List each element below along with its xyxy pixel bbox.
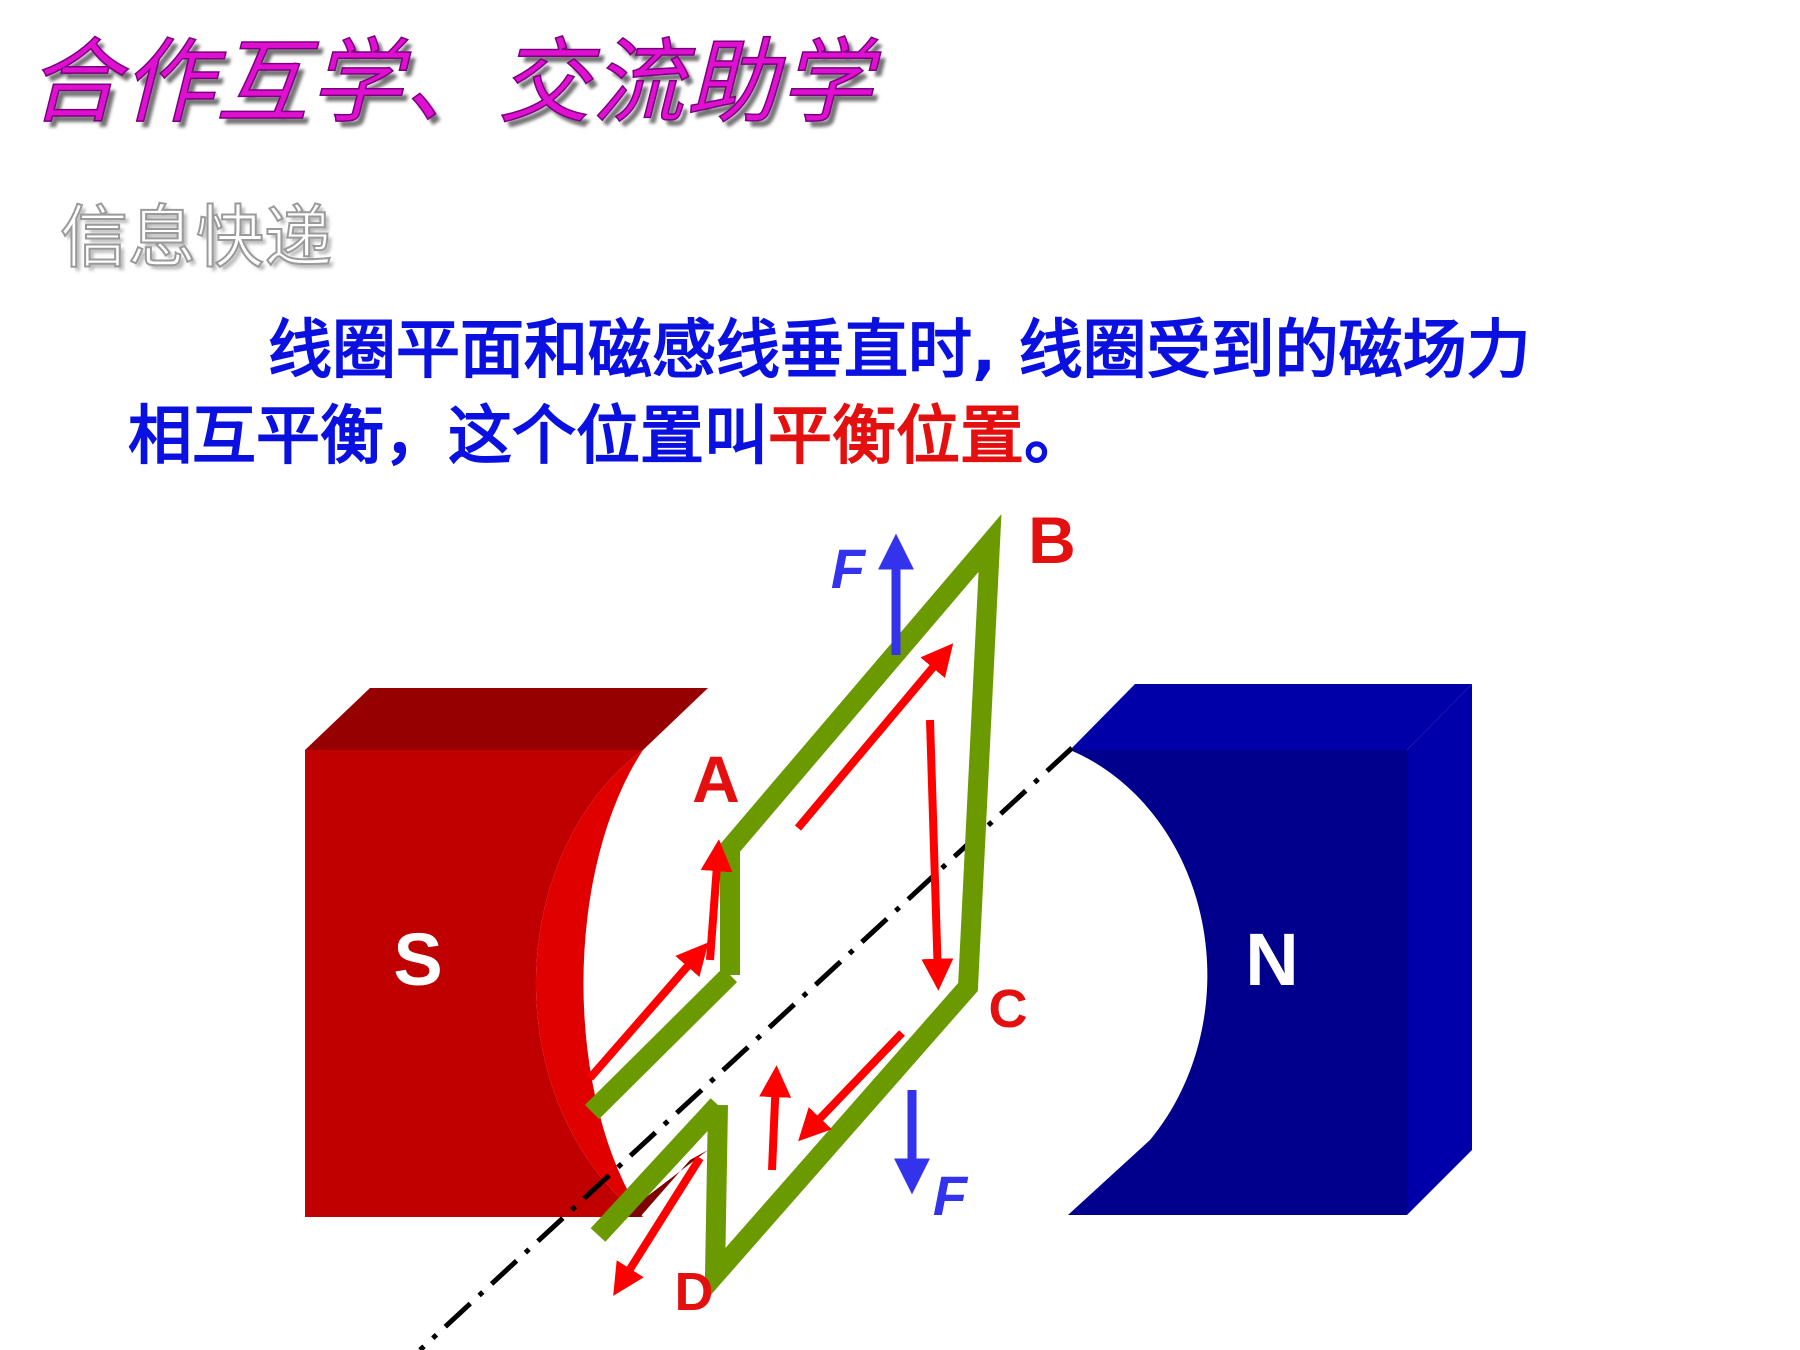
north-magnet-top [1070,684,1472,750]
force-arrows [878,533,930,1195]
balance-position-term: 平衡位置 [768,400,1024,474]
current-arrow-cd [798,1030,905,1142]
north-magnet: N [1068,684,1472,1215]
north-pole-label: N [1245,918,1298,1001]
coil-lead-upper [584,967,738,1120]
explanation-line-1: 线圈平面和磁感线垂直时, 线圈受到的磁场力 [268,314,1531,388]
current-arrow-bc [921,719,954,991]
explanation-line-2-prefix: 相互平衡，这个位置叫 [128,400,768,474]
current-arrows [586,643,954,1296]
current-arrow-ab [794,643,954,831]
coil [584,514,1002,1303]
force-label-bottom: F [933,1164,969,1227]
north-magnet-side [1407,684,1472,1215]
north-magnet-front [1068,750,1407,1215]
section-subtitle: 信息快递 [59,198,333,279]
explanation-line-2: 相互平衡，这个位置叫平衡位置。 [128,394,1688,480]
south-magnet-top [305,688,708,750]
point-label-b: B [1028,503,1076,577]
slide-title: 合作互学、交流助学 [27,28,875,137]
current-arrow-lower-up [759,1065,792,1171]
south-magnet: S [305,688,708,1217]
rotation-axis [418,746,1074,1350]
force-label-top: F [831,537,867,600]
current-arrow-lead-out [613,1155,704,1296]
coil-lead-lower [590,1098,726,1242]
explanation-text: 线圈平面和磁感线垂直时, 线圈受到的磁场力 相互平衡，这个位置叫平衡位置。 [128,308,1688,480]
south-magnet-inner-face [535,750,643,1217]
point-label-c: C [989,979,1028,1039]
current-arrow-lead-in [586,942,709,1081]
current-arrow-left-up [700,839,733,961]
south-magnet-front [305,750,643,1217]
point-label-a: A [692,742,740,816]
point-label-d: D [675,1262,714,1322]
south-pole-label: S [393,918,442,1001]
explanation-line-2-suffix: 。 [1024,400,1088,474]
